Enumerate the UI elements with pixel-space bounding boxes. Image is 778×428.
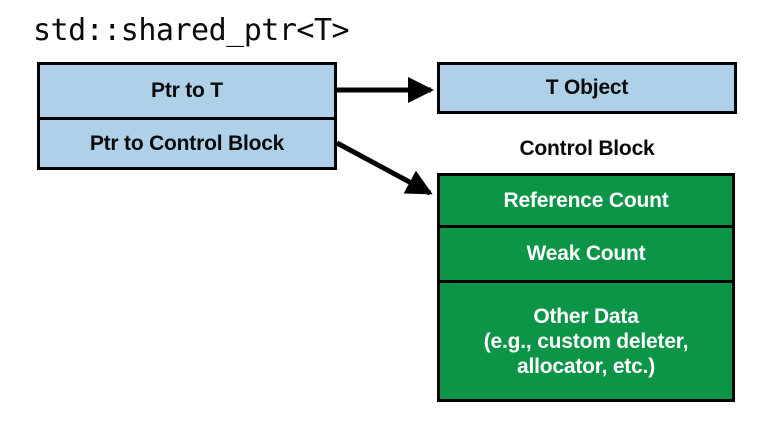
control-block-caption: Control Block — [519, 137, 655, 160]
t-object-box: T Object — [437, 62, 737, 114]
page-title: std::shared_ptr<T> — [33, 13, 350, 48]
shared-ptr-row-ptr-to-t: Ptr to T — [40, 65, 334, 117]
t-object-label: T Object — [440, 65, 734, 111]
control-block-row-reference-count: Reference Count — [440, 176, 732, 225]
shared-ptr-box: Ptr to T Ptr to Control Block — [37, 62, 337, 170]
shared-ptr-row-ptr-to-control-block: Ptr to Control Block — [40, 117, 334, 167]
control-block-row-weak-count: Weak Count — [440, 225, 732, 280]
control-block-box: Reference Count Weak Count Other Data (e… — [437, 173, 735, 402]
control-block-row-other-data: Other Data (e.g., custom deleter, alloca… — [440, 280, 732, 399]
arrow-ptr-to-control-block — [335, 140, 433, 196]
